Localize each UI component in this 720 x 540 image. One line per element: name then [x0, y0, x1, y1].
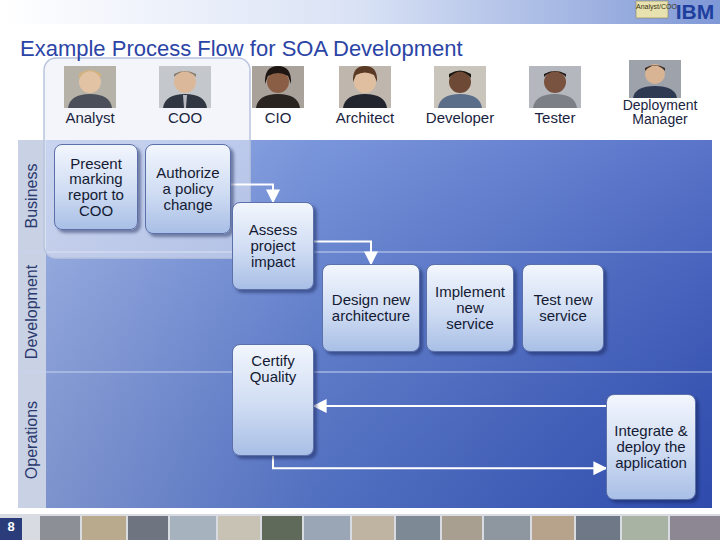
box-text: Integrate & deploy the application: [613, 423, 689, 470]
page-number: 8: [0, 520, 22, 534]
person-photo: [64, 66, 116, 108]
role-label: CIO: [233, 110, 323, 127]
role-label: Architect: [315, 110, 415, 127]
box-text: Authorize a policy change: [152, 165, 224, 212]
role-label: Analyst: [45, 110, 135, 127]
box-text: Assess project impact: [239, 222, 307, 269]
row-label: Business: [20, 141, 44, 251]
slide-title: Example Process Flow for SOA Development: [20, 36, 463, 62]
box-text: Design new architecture: [329, 292, 413, 324]
person-photo: [629, 60, 681, 98]
person-photo: [339, 66, 391, 108]
flow-arrow: [231, 185, 273, 203]
flow-arrow: [273, 456, 606, 468]
highlight-panel: [44, 58, 250, 258]
person-photo: [434, 66, 486, 108]
role-label: Developer: [410, 110, 510, 127]
row-label: Operations: [20, 375, 44, 505]
logo-text: IBM: [672, 0, 718, 23]
footer-strip: [0, 514, 720, 540]
flow-arrow: [314, 242, 371, 264]
tag-text: Analyst/COO: [636, 3, 668, 11]
band-divider: [18, 371, 712, 372]
box-text: Implement new service: [433, 284, 507, 331]
process-box: Certify Quality: [232, 344, 314, 456]
tag-box: [636, 1, 668, 18]
band-shade: [46, 140, 712, 508]
people-photos: [64, 60, 681, 108]
process-box: Design new architecture: [322, 264, 420, 352]
person-photo: [159, 66, 211, 108]
bands: [18, 140, 712, 508]
process-box: Assess project impact: [232, 202, 314, 290]
box-text: Present marking report to COO: [61, 156, 131, 219]
process-box: Integrate & deploy the application: [606, 394, 696, 500]
process-box: Test new service: [522, 264, 604, 352]
person-photo: [252, 66, 304, 108]
process-box: Authorize a policy change: [145, 144, 231, 234]
flow-arrow: [314, 405, 606, 407]
person-photo: [529, 66, 581, 108]
box-text: Test new service: [529, 292, 597, 324]
row-label: Development: [20, 253, 44, 371]
box-text: Certify Quality: [239, 353, 307, 385]
role-label: Tester: [505, 110, 605, 127]
process-box: Present marking report to COO: [54, 144, 138, 230]
row-header-column: [18, 140, 46, 508]
role-label: COO: [140, 110, 230, 127]
page-number-box: [0, 518, 22, 540]
process-box: Implement new service: [426, 264, 514, 352]
role-label: Deployment Manager: [604, 98, 716, 126]
top-bar: [0, 0, 720, 24]
